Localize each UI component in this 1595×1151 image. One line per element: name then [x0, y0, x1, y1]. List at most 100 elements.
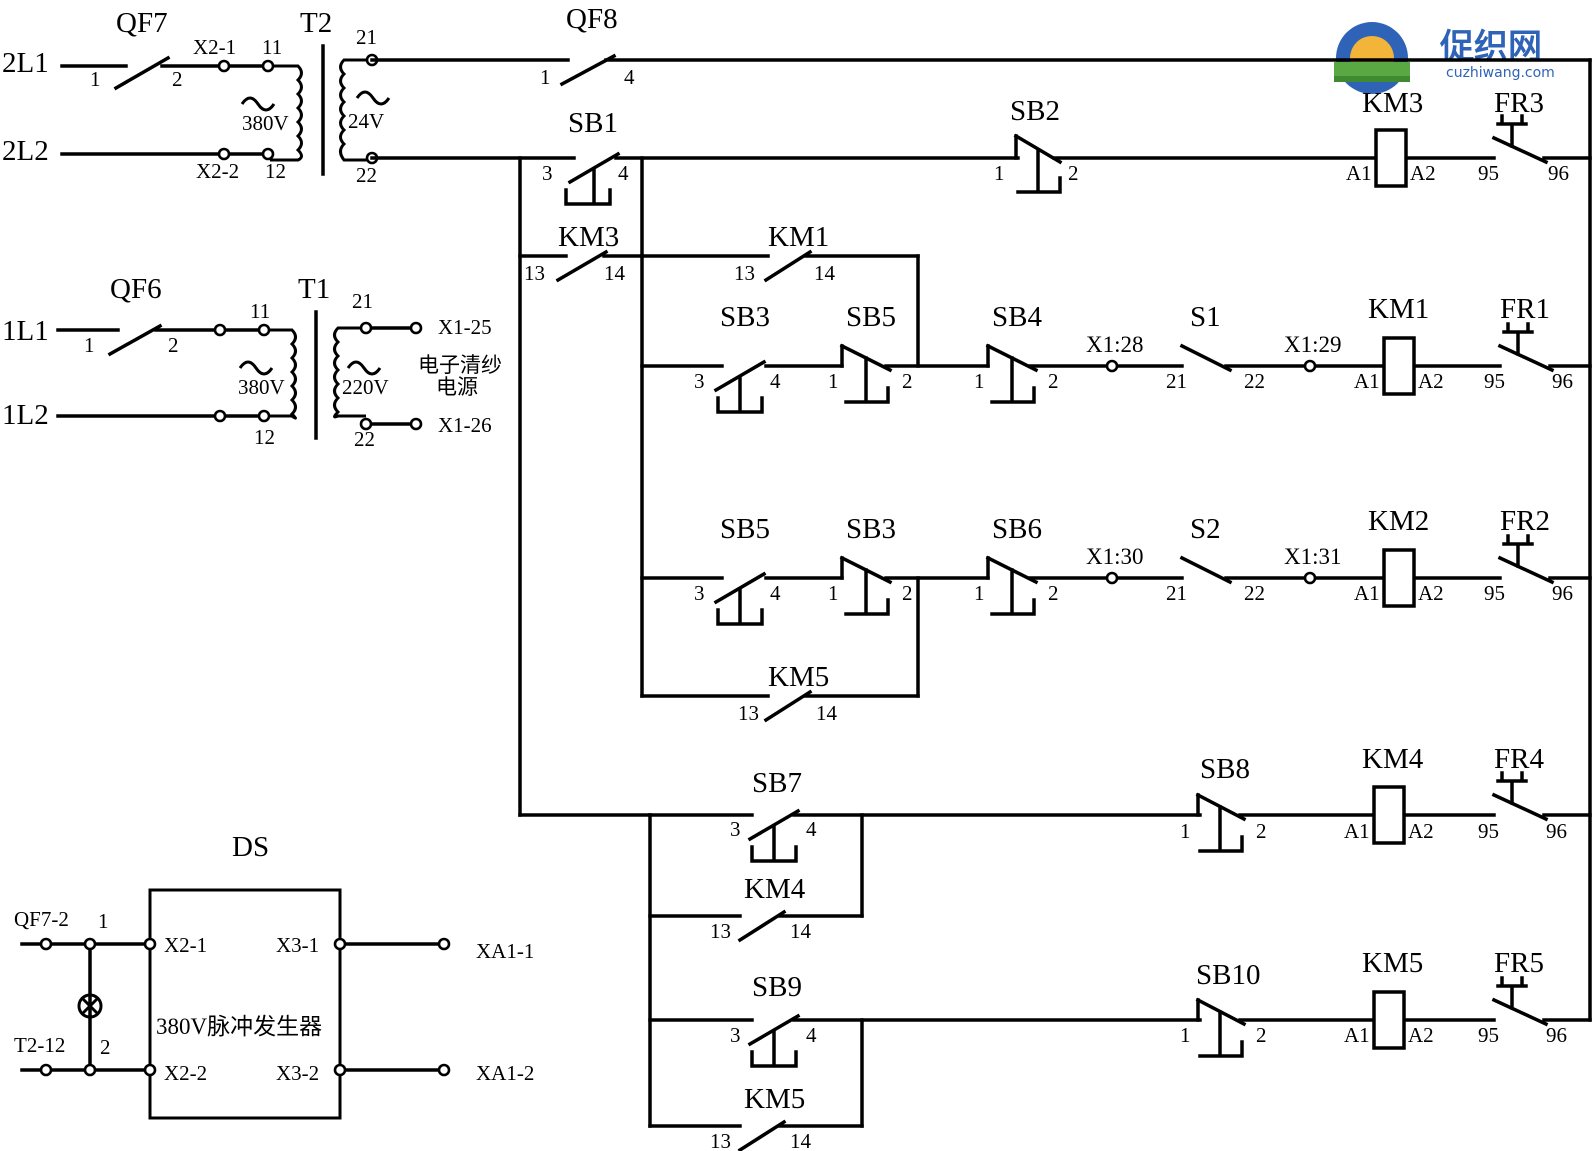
svg-text:13: 13 — [710, 1129, 731, 1151]
terminal — [213, 323, 227, 337]
sb9-pushbutton — [747, 1013, 801, 1068]
svg-text:22: 22 — [356, 163, 377, 187]
svg-text:2: 2 — [1256, 1023, 1267, 1047]
qf7-contact — [113, 55, 171, 91]
label-km1-coil: KM1 — [1368, 293, 1429, 325]
label-sb9: SB9 — [752, 971, 802, 1003]
svg-text:95: 95 — [1478, 819, 1499, 843]
label-1l2: 1L2 — [2, 399, 49, 431]
label-qf6: QF6 — [110, 273, 162, 305]
svg-text:14: 14 — [816, 701, 838, 725]
label-x1-28: X1:28 — [1086, 332, 1144, 357]
svg-text:A1: A1 — [1344, 819, 1370, 843]
svg-text:96: 96 — [1548, 161, 1569, 185]
label-km3: KM3 — [558, 221, 619, 253]
label-km5-coil: KM5 — [1362, 947, 1423, 979]
km4-contact — [737, 909, 787, 943]
svg-text:3: 3 — [730, 817, 741, 841]
label-x1-25: X1-25 — [438, 315, 492, 339]
label-ds-name: 380V脉冲发生器 — [156, 1014, 322, 1039]
watermark: 促织网 cuzhiwang.com — [1334, 22, 1555, 94]
svg-text:95: 95 — [1484, 369, 1505, 393]
label-qf7: QF7 — [116, 7, 168, 39]
label-km3-coil: KM3 — [1362, 87, 1423, 119]
svg-text:11: 11 — [262, 35, 282, 59]
svg-text:2: 2 — [1256, 819, 1267, 843]
sb1-pushbutton — [564, 151, 621, 206]
terminal — [217, 59, 231, 73]
ds-box — [148, 888, 342, 1120]
svg-text:14: 14 — [790, 919, 812, 943]
svg-text:96: 96 — [1546, 1023, 1567, 1047]
svg-text:2: 2 — [168, 333, 179, 357]
label-sb6: SB6 — [992, 513, 1042, 545]
label-t2: T2 — [300, 7, 332, 39]
svg-text:13: 13 — [738, 701, 759, 725]
svg-text:22: 22 — [1244, 369, 1265, 393]
label-km4-coil: KM4 — [1362, 743, 1424, 775]
ds-pulse-generator: DS QF7-2 1 T2-12 2 X2-1 X2-2 X3-1 X3-2 3… — [14, 831, 534, 1120]
label-x1-26: X1-26 — [438, 413, 492, 437]
svg-text:A1: A1 — [1346, 161, 1372, 185]
svg-text:96: 96 — [1546, 819, 1567, 843]
terminal-x1-30 — [1105, 571, 1119, 585]
fr3-thermal-contact — [1491, 114, 1549, 165]
svg-text:A2: A2 — [1408, 819, 1434, 843]
ac-sine-icon — [240, 96, 276, 112]
svg-text:1: 1 — [828, 581, 839, 605]
label-clean-power-2: 电源 — [436, 375, 478, 399]
svg-text:A1: A1 — [1354, 581, 1380, 605]
km3-coil — [1374, 128, 1408, 188]
svg-text:2: 2 — [902, 369, 913, 393]
svg-text:2: 2 — [172, 67, 183, 91]
label-sb3-row2: SB3 — [846, 513, 896, 545]
label-s2: S2 — [1190, 513, 1221, 545]
svg-text:A1: A1 — [1344, 1023, 1370, 1047]
svg-text:14: 14 — [790, 1129, 812, 1151]
km1-contact — [763, 249, 813, 283]
label-t1: T1 — [298, 273, 330, 305]
svg-text:A2: A2 — [1408, 1023, 1434, 1047]
sb8-pushbutton — [1195, 792, 1247, 853]
contacts — [555, 114, 1555, 1151]
label-ds: DS — [232, 831, 269, 863]
svg-text:1: 1 — [98, 909, 109, 933]
svg-text:3: 3 — [694, 369, 705, 393]
svg-text:12: 12 — [265, 159, 286, 183]
label-2l1: 2L1 — [2, 47, 49, 79]
terminal — [217, 147, 231, 161]
svg-text:13: 13 — [524, 261, 545, 285]
svg-text:A1: A1 — [1354, 369, 1380, 393]
label-ds-x2-2: X2-2 — [164, 1061, 207, 1085]
svg-text:21: 21 — [1166, 581, 1187, 605]
label-x2-1: X2-1 — [193, 35, 236, 59]
ac-sine-icon — [238, 360, 274, 376]
svg-text:95: 95 — [1478, 161, 1499, 185]
label-fr1: FR1 — [1500, 293, 1550, 325]
km5-coil — [1372, 990, 1406, 1050]
label-380v: 380V — [238, 375, 285, 399]
svg-text:4: 4 — [624, 65, 635, 89]
gear-logo-icon — [1334, 22, 1410, 94]
qf7-t2-supply: 2L1 2L2 QF7 1 2 X2-1 X2-2 11 12 T2 380V … — [2, 7, 391, 187]
svg-text:21: 21 — [352, 289, 373, 313]
label-fr2: FR2 — [1500, 505, 1550, 537]
coils — [1372, 128, 1416, 1050]
t2-secondary-coil — [339, 58, 372, 162]
label-x1-29: X1:29 — [1284, 332, 1342, 357]
label-sb10: SB10 — [1196, 959, 1260, 991]
sb4-pushbutton — [985, 343, 1039, 404]
label-sb5: SB5 — [846, 301, 896, 333]
svg-text:A2: A2 — [1418, 581, 1444, 605]
label-x1-30: X1:30 — [1086, 544, 1144, 569]
label-xa1-2: XA1-2 — [476, 1061, 534, 1085]
svg-text:1: 1 — [84, 333, 95, 357]
s1-contact — [1179, 343, 1233, 373]
svg-text:14: 14 — [604, 261, 626, 285]
label-sb7: SB7 — [752, 767, 802, 799]
svg-text:2: 2 — [1068, 161, 1079, 185]
sb5-pushbutton-row2 — [713, 571, 767, 626]
label-sb1: SB1 — [568, 107, 618, 139]
terminal — [409, 321, 423, 335]
svg-text:13: 13 — [710, 919, 731, 943]
